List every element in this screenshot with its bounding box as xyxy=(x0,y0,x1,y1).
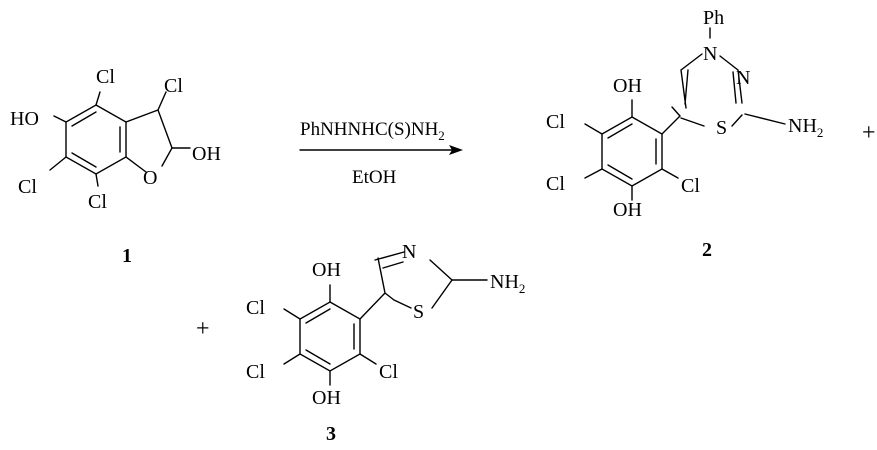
compound-3-n-label: N xyxy=(402,241,416,263)
compound-3-substituent-bonds xyxy=(283,279,488,386)
compound-2-oh-bottom: OH xyxy=(613,199,642,221)
compound-2-s-label: S xyxy=(716,117,727,139)
compound-3-cl-right: Cl xyxy=(379,361,398,383)
compound-2-cl-right: Cl xyxy=(681,175,700,197)
compound-3-cl-upper: Cl xyxy=(246,297,265,319)
compound-3-structure: N S NH2 OH Cl Cl Cl OH 3 xyxy=(246,241,525,445)
compound-3-double-bonds xyxy=(305,308,355,365)
compound-1-o-ring: O xyxy=(143,167,157,189)
compound-1-cl-left: Cl xyxy=(18,176,37,198)
compound-1-oh-label: OH xyxy=(192,143,221,165)
compound-2-n3-label: N xyxy=(736,67,750,89)
reagent-label: PhNHNHC(S)NH2 xyxy=(300,119,445,143)
compound-2-number: 2 xyxy=(702,239,712,261)
compound-2-cl-upper: Cl xyxy=(546,111,565,133)
plus-sign-left: + xyxy=(196,316,210,342)
plus-sign-right: + xyxy=(862,120,876,146)
compound-2-n4-label: N xyxy=(703,43,717,65)
compound-3-ring-bonds xyxy=(299,301,361,372)
compound-2-ring-bonds xyxy=(601,116,663,187)
solvent-label: EtOH xyxy=(352,167,397,188)
compound-1-furan-bonds xyxy=(125,109,173,173)
compound-2-cl-lower: Cl xyxy=(546,173,565,195)
compound-1-number: 1 xyxy=(122,245,132,267)
arrow-head xyxy=(449,145,463,155)
compound-1-cl-bottom: Cl xyxy=(88,191,107,213)
compound-3-oh-bottom: OH xyxy=(312,387,341,409)
compound-1-double-bonds xyxy=(71,111,121,168)
compound-2-thiadiazine-bonds xyxy=(661,53,743,135)
compound-3-number: 3 xyxy=(326,423,336,445)
compound-2-oh-top: OH xyxy=(613,75,642,97)
compound-2-double-bonds xyxy=(607,123,657,180)
compound-1-cl-top: Cl xyxy=(96,66,115,88)
compound-3-cl-lower: Cl xyxy=(246,361,265,383)
compound-2-structure: Ph N N S NH2 OH Cl Cl Cl OH 2 xyxy=(546,7,823,261)
compound-1-ho-label: HO xyxy=(10,108,39,130)
compound-2-ph-label: Ph xyxy=(703,7,724,29)
compound-1-ring-bonds xyxy=(65,104,127,175)
compound-3-s-label: S xyxy=(413,301,424,323)
compound-2-substituent-bonds xyxy=(584,27,786,201)
compound-1-substituent-bonds xyxy=(49,91,191,187)
compound-3-oh-top: OH xyxy=(312,259,341,281)
reaction-arrow: PhNHNHC(S)NH2 EtOH xyxy=(299,119,463,188)
compound-3-nh2-label: NH2 xyxy=(490,271,525,296)
compound-2-nh2-label: NH2 xyxy=(788,115,823,140)
compound-3-thiazole-bonds xyxy=(359,251,453,320)
compound-1-cl-ring: Cl xyxy=(164,75,183,97)
compound-1-structure: Cl HO Cl OH O Cl Cl 1 xyxy=(10,66,221,267)
